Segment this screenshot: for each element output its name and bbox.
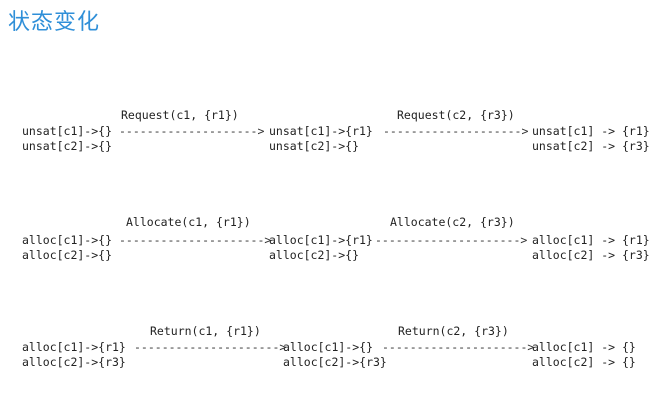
state-line: alloc[c2]->{r3} (22, 355, 126, 369)
state-line: alloc[c2]->{} (269, 248, 360, 262)
transition-label: Request(c1, {r1}) (121, 108, 239, 122)
transition-label: Allocate(c2, {r3}) (390, 215, 515, 229)
state-line: unsat[c1]->{r1} (269, 124, 373, 138)
transition-label: Return(c1, {r1}) (150, 324, 261, 338)
transition-label: Return(c2, {r3}) (398, 324, 509, 338)
transition-arrow: --------------------> (119, 124, 265, 138)
state-line: alloc[c1] -> {r1} (532, 233, 650, 247)
transition-arrow: --------------------> (383, 124, 529, 138)
page-title: 状态变化 (8, 10, 101, 35)
state-line: alloc[c1]->{} (283, 340, 374, 354)
state-line: alloc[c1]->{} (22, 233, 113, 247)
state-line: unsat[c1] -> {r1} (532, 124, 650, 138)
state-line: alloc[c2]->{} (22, 248, 113, 262)
transition-arrow: ---------------------> (134, 340, 287, 354)
state-line: unsat[c1]->{} (22, 124, 113, 138)
state-line: alloc[c1]->{r1} (269, 233, 373, 247)
state-line: unsat[c2]->{} (269, 139, 360, 153)
state-line: alloc[c2] -> {} (532, 355, 636, 369)
transition-arrow: ---------------------> (119, 233, 272, 247)
transition-label: Allocate(c1, {r1}) (126, 215, 251, 229)
transition-label: Request(c2, {r3}) (397, 108, 515, 122)
state-line: alloc[c1]->{r1} (22, 340, 126, 354)
state-line: unsat[c2]->{} (22, 139, 113, 153)
transition-arrow: ---------------------> (375, 233, 528, 247)
state-line: alloc[c2]->{r3} (283, 355, 387, 369)
state-line: alloc[c1] -> {} (532, 340, 636, 354)
state-line: unsat[c2] -> {r3} (532, 139, 650, 153)
state-line: alloc[c2] -> {r3} (532, 248, 650, 262)
transition-arrow: ---------------------> (382, 340, 535, 354)
